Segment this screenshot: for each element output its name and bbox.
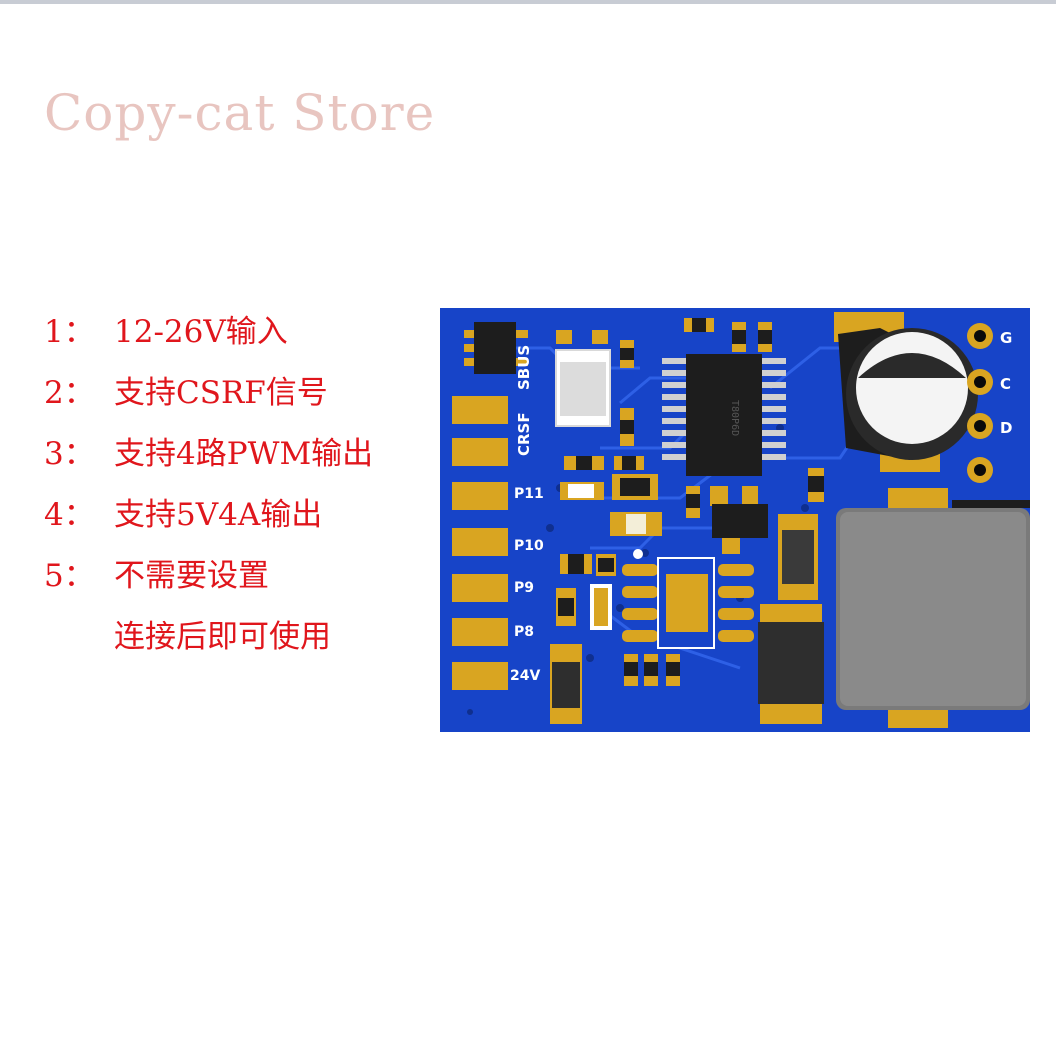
feature-number: 1： bbox=[44, 314, 95, 350]
feature-text: 支持4路PWM输出 bbox=[114, 436, 374, 472]
pin-label-g: G bbox=[1000, 329, 1012, 347]
feature-text: 支持5V4A输出 bbox=[114, 497, 323, 533]
pin-label-d: D bbox=[1000, 419, 1012, 437]
pin-label-p9: P9 bbox=[514, 580, 534, 596]
feature-number: 3： bbox=[44, 436, 95, 472]
feature-number: 2： bbox=[44, 375, 95, 411]
edge-pads bbox=[452, 396, 508, 690]
feature-number: 4： bbox=[44, 497, 95, 533]
feature-text: 支持CSRF信号 bbox=[114, 375, 328, 411]
top-border bbox=[0, 0, 1056, 4]
label-sbus: SBUS bbox=[515, 345, 533, 390]
regulator-chip bbox=[474, 322, 516, 374]
label-crsf: CRSF bbox=[515, 412, 533, 456]
pin-label-p11: P11 bbox=[514, 486, 544, 502]
pcb-board-image: CRSF SBUS P11 P10 P9 P8 24V bbox=[440, 308, 1030, 732]
crystal-oscillator bbox=[560, 362, 606, 416]
driver-chip-pad bbox=[666, 574, 708, 632]
voltage-regulator bbox=[712, 504, 768, 538]
pin-label-24v: 24V bbox=[510, 668, 540, 684]
signal-pin-holes bbox=[967, 323, 993, 483]
pin-label-c: C bbox=[1000, 375, 1011, 393]
feature-text: 连接后即可使用 bbox=[114, 619, 331, 655]
feature-text: 12-26V输入 bbox=[114, 314, 288, 350]
input-diode bbox=[552, 662, 580, 708]
schottky-diode bbox=[758, 622, 824, 704]
capacitor-top-icon bbox=[856, 332, 968, 444]
main-mcu-chip bbox=[686, 354, 762, 476]
diode-upper bbox=[782, 530, 814, 584]
feature-number: 5： bbox=[44, 558, 95, 594]
chip-marking: T80P6D bbox=[729, 400, 740, 436]
pin-label-p10: P10 bbox=[514, 538, 544, 554]
pin-label-p8: P8 bbox=[514, 624, 534, 640]
feature-text: 不需要设置 bbox=[114, 558, 269, 594]
passive-components bbox=[556, 318, 824, 686]
store-watermark: Copy-cat Store bbox=[44, 84, 436, 142]
